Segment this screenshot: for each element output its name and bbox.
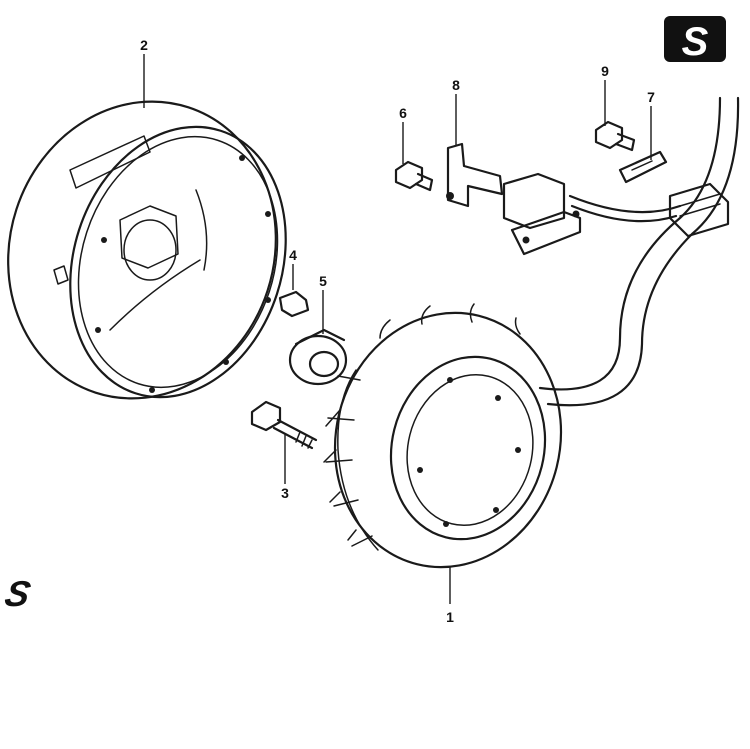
stator-bolt (250, 400, 318, 450)
callout-4: 4 (289, 247, 297, 263)
callout-1: 1 (446, 609, 454, 625)
callout-3: 3 (281, 485, 289, 501)
pulse-sensor (446, 142, 582, 256)
flywheel-rotor (7, 100, 287, 400)
brand-badge-letter: S (682, 20, 709, 64)
callout-9: 9 (601, 63, 609, 79)
callout-7: 7 (647, 89, 655, 105)
leader-lines (143, 54, 652, 604)
stator-coil (323, 303, 563, 569)
brand-badge-logo: S (664, 16, 726, 64)
brand-wordmark-logo: STELS (0, 573, 36, 614)
woodruff-key (278, 290, 310, 318)
bushing (288, 328, 348, 386)
callout-5: 5 (319, 273, 327, 289)
callout-2: 2 (140, 37, 148, 53)
brand-wordmark-text: STELS (0, 573, 36, 614)
wiring-harness (538, 96, 740, 407)
clamp-screw (594, 120, 636, 152)
sensor-screw (394, 160, 434, 192)
wire-clamp (618, 150, 668, 184)
callout-8: 8 (452, 77, 460, 93)
callout-6: 6 (399, 105, 407, 121)
